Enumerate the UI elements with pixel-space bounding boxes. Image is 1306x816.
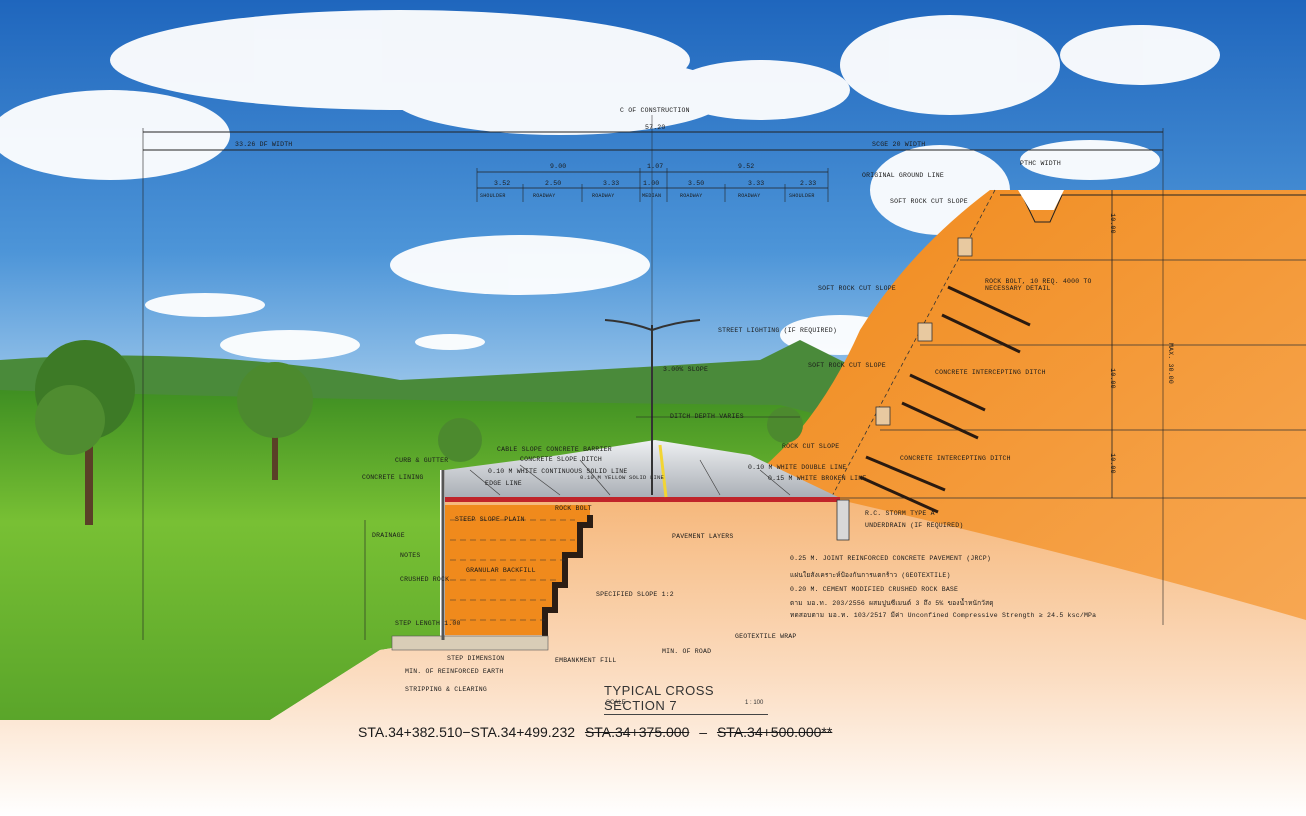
label-base: 0.20 M. CEMENT MODIFIED CRUSHED ROCK BAS… — [790, 586, 959, 593]
subgrade-area — [0, 500, 1306, 816]
label-concrete-lining: CONCRETE LINING — [362, 474, 424, 481]
grass-field — [0, 390, 840, 720]
lane-dim: 3.50 — [688, 180, 705, 187]
left-width-dim: 33.26 DF WIDTH — [235, 141, 293, 148]
centerline-label: C OF CONSTRUCTION — [620, 107, 690, 114]
right-width-dim: SCGE 20 WIDTH — [872, 141, 926, 148]
station-separator: – — [699, 724, 708, 740]
station-old-start: STA.34+375.000 — [584, 724, 690, 740]
median-dim: 1.07 — [647, 163, 664, 170]
label-geotextile: แผ่นใยสังเคราะห์ป้องกันการแตกร้าว (GEOTE… — [790, 572, 951, 579]
scale-value: 1 : 100 — [745, 700, 764, 706]
lane-name: SHOULDER — [789, 193, 815, 199]
label-white-broken-line: 0.15 M WHITE BROKEN LINE — [768, 475, 867, 482]
lane-name: ROADWAY — [533, 193, 556, 199]
label-notes: NOTES — [400, 552, 421, 559]
lane-dim: 2.50 — [545, 180, 562, 187]
lane-dim: 3.33 — [603, 180, 620, 187]
label-min-road: MIN. OF ROAD — [662, 648, 712, 655]
label-storm-drain: R.C. STORM TYPE A — [865, 510, 935, 517]
label-rock-bolt: ROCK BOLT — [555, 505, 592, 512]
label-crushed-rock: CRUSHED ROCK — [400, 576, 450, 583]
label-geotextile-wrap: GEOTEXTILE WRAP — [735, 633, 797, 640]
label-strength-spec: ทดสอบตาม มอ.ท. 103/2517 มีค่า Unconfined… — [790, 612, 1097, 619]
label-drainage: DRAINAGE — [372, 532, 405, 539]
station-range: STA.34+382.510−STA.34+499.232 STA.34+375… — [358, 724, 832, 740]
label-slope-ditch: CONCRETE SLOPE DITCH — [520, 456, 603, 463]
label-step-plain: STEEP SLOPE PLAIN — [455, 516, 525, 523]
label-embankment: EMBANKMENT FILL — [555, 657, 617, 664]
label-soft-rock-cut-slope: SOFT ROCK CUT SLOPE — [890, 198, 968, 205]
scale-label: SCALE — [606, 700, 626, 706]
label-slope-spec: SPECIFIED SLOPE 1:2 — [596, 591, 674, 598]
road-markings — [469, 459, 791, 496]
lane-dim: 1.00 — [643, 180, 660, 187]
rock-cut-slope — [760, 190, 1306, 620]
label-intercepting-ditch: CONCRETE INTERCEPTING DITCH — [900, 455, 1011, 462]
label-pavement-layers: PAVEMENT LAYERS — [672, 533, 734, 540]
label-ditch-depth: DITCH DEPTH VARIES — [670, 413, 744, 420]
rock-bolts — [859, 285, 1031, 514]
wall-layers — [450, 519, 575, 621]
label-step-dimension: STEP DIMENSION — [447, 655, 505, 662]
label-backfill: GRANULAR BACKFILL — [466, 567, 536, 574]
lane-name: ROADWAY — [680, 193, 703, 199]
pavement-base — [445, 497, 840, 502]
storm-drain — [836, 499, 850, 541]
label-edge-line: EDGE LINE — [485, 480, 522, 487]
label-yellow-line: 0.10 M YELLOW SOLID LINE — [580, 474, 665, 481]
label-intercepting-ditch: CONCRETE INTERCEPTING DITCH — [935, 369, 1046, 376]
lane-dim: 2.33 — [800, 180, 817, 187]
label-original-ground: ORIGINAL GROUND LINE — [862, 172, 945, 179]
label-underdrain: UNDERDRAIN (IF REQUIRED) — [865, 522, 964, 529]
berm-height-dim: 10.00 — [1108, 453, 1116, 474]
footing — [391, 635, 549, 651]
label-soft-rock-cut-slope: SOFT ROCK CUT SLOPE — [808, 362, 886, 369]
lane-dim: 3.33 — [748, 180, 765, 187]
label-reinforced-earth: MIN. OF REINFORCED EARTH — [405, 668, 504, 675]
label-white-solid-line: 0.10 M WHITE CONTINUOUS SOLID LINE — [488, 468, 628, 475]
label-stripping: STRIPPING & CLEARING — [405, 686, 488, 693]
label-soft-rock-cut-slope: SOFT ROCK CUT SLOPE — [818, 285, 896, 292]
label-street-lighting: STREET LIGHTING (IF REQUIRED) — [718, 327, 837, 334]
station-old-end: STA.34+500.000** — [716, 724, 833, 740]
street-light — [604, 319, 701, 495]
lane-name: MEDIAN — [642, 193, 662, 199]
intercepting-ditches — [875, 237, 973, 426]
label-cross-slope: 3.00% SLOPE — [663, 366, 709, 373]
lane-name: ROADWAY — [592, 193, 615, 199]
label-rock-cut-slope: ROCK CUT SLOPE — [782, 443, 840, 450]
lane-name: SHOULDER — [480, 193, 506, 199]
right-carriageway-dim: 9.52 — [738, 163, 755, 170]
label-rock-bolt: ROCK BOLT, 10 REQ. 4000 TO NECESSARY DET… — [985, 278, 1092, 292]
road-surface — [445, 440, 838, 500]
label-step-length: STEP LENGTH 1.00 — [395, 620, 461, 627]
berm-height-dim: 10.00 — [1108, 368, 1116, 389]
total-width-dim: 57.20 — [645, 124, 666, 131]
trees — [35, 340, 803, 525]
top-ditch — [1018, 190, 1064, 210]
lane-dim: 3.52 — [494, 180, 511, 187]
dimension-lines — [142, 115, 1164, 640]
label-white-double-line: 0.10 M WHITE DOUBLE LINE — [748, 464, 847, 471]
lane-name: ROADWAY — [738, 193, 761, 199]
label-curb: CURB & GUTTER — [395, 457, 449, 464]
ditch-width-dim: PTHC WIDTH — [1020, 160, 1062, 167]
yellow-median-line — [658, 444, 668, 498]
label-jrcp: 0.25 M. JOINT REINFORCED CONCRETE PAVEME… — [790, 555, 991, 562]
berm-height-dim: 10.00 — [1108, 213, 1116, 234]
label-barrier: CABLE SLOPE CONCRETE BARRIER — [497, 446, 612, 453]
label-base-spec: ตาม มอ.ท. 203/2556 ผสมปูนซีเมนต์ 3 ถึง 5… — [790, 600, 994, 607]
total-height-dim: MAX. 30.00 — [1167, 342, 1175, 385]
left-carriageway-dim: 9.00 — [550, 163, 567, 170]
station-current: STA.34+382.510−STA.34+499.232 — [358, 724, 576, 740]
section-title: TYPICAL CROSS SECTION 7 — [604, 683, 768, 715]
